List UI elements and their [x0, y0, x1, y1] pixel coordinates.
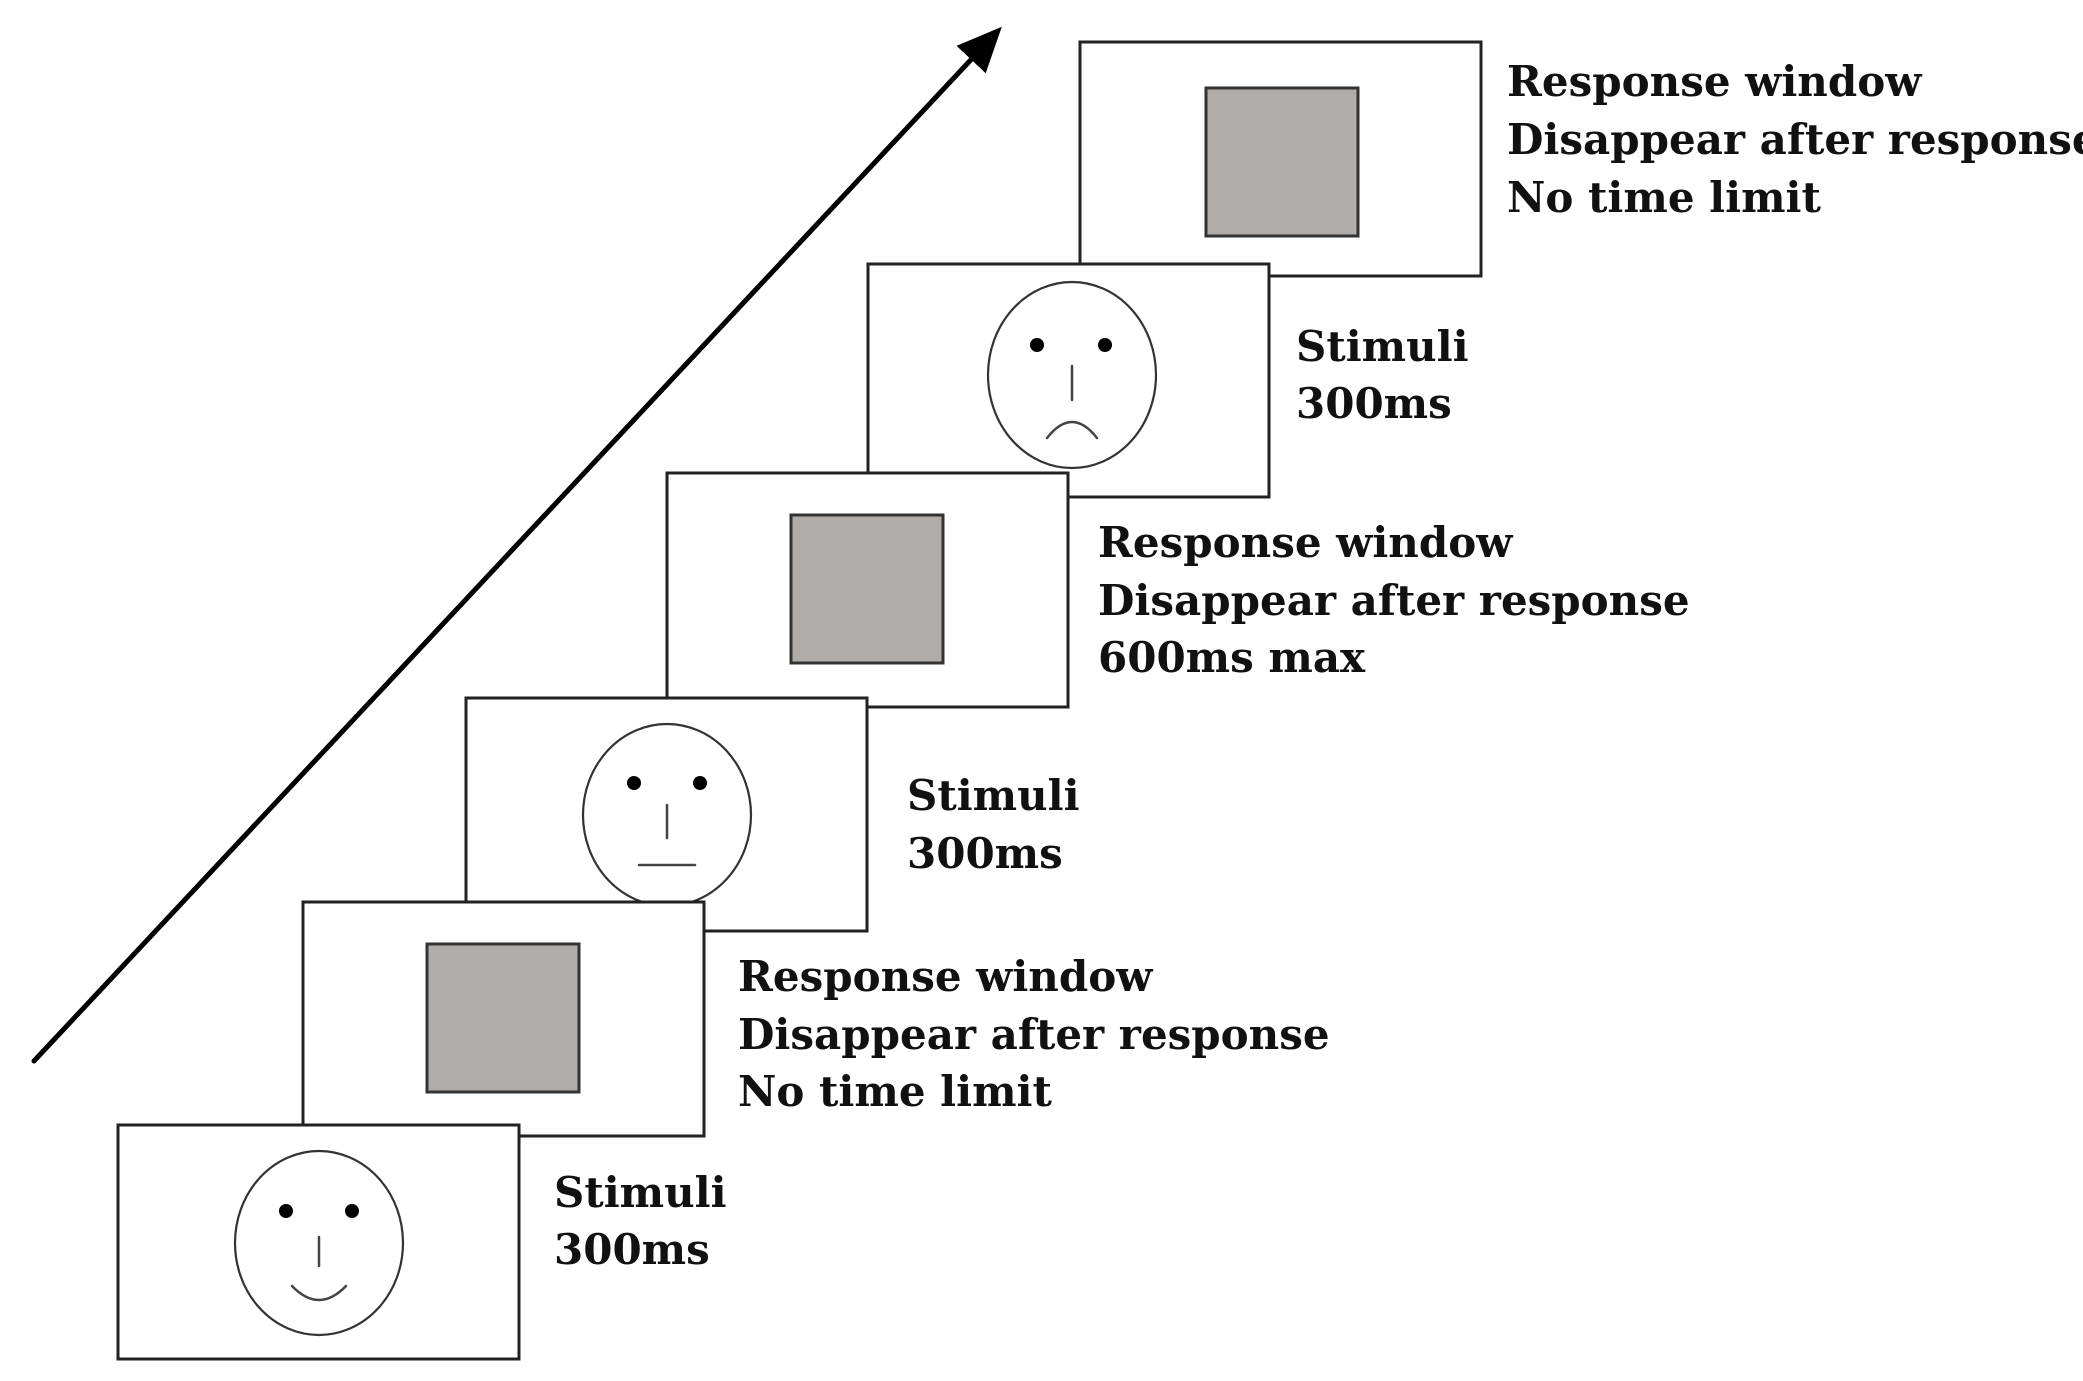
step-1-stimulus: Stimuli 300ms	[116, 1123, 741, 1361]
time-arrow	[31, 26, 1002, 1064]
step-3-stimulus: Stimuli 300ms	[464, 696, 1094, 933]
label-line: Stimuli	[1296, 322, 1469, 371]
label-line: No time limit	[1507, 173, 1821, 222]
sad-face-icon	[986, 280, 1158, 470]
right-eye	[693, 776, 707, 790]
left-eye	[279, 1204, 293, 1218]
step-5-stimulus: Stimuli 300ms	[866, 262, 1483, 499]
label-line: Response window	[1098, 518, 1513, 567]
label-line: Stimuli	[554, 1168, 727, 1217]
label-line: 300ms	[554, 1225, 710, 1274]
right-eye	[1098, 338, 1112, 352]
step-2-response: Response window Disappear after response…	[301, 900, 1344, 1138]
label-line: Stimuli	[907, 771, 1080, 820]
label-line: 300ms	[907, 829, 1063, 878]
step-2-label: Response window Disappear after response…	[738, 952, 1344, 1116]
step-6-label: Response window Disappear after response…	[1507, 57, 2083, 222]
label-line: Disappear after response	[1507, 115, 2083, 164]
neutral-face-icon	[581, 722, 753, 908]
smile-mouth	[290, 1284, 348, 1302]
mask-square	[1204, 86, 1360, 238]
step-4-label: Response window Disappear after response…	[1098, 518, 1704, 682]
mask-square	[425, 942, 581, 1094]
frown-mouth	[1045, 420, 1099, 440]
happy-face-icon	[233, 1149, 405, 1337]
label-line: Disappear after response	[738, 1010, 1330, 1059]
step-3-label: Stimuli 300ms	[907, 771, 1094, 878]
step-4-response: Response window Disappear after response…	[665, 471, 1704, 709]
label-line: 300ms	[1296, 379, 1452, 428]
step-6-response: Response window Disappear after response…	[1078, 40, 2083, 278]
right-eye	[345, 1204, 359, 1218]
label-line: Response window	[1507, 57, 1922, 106]
step-5-label: Stimuli 300ms	[1296, 322, 1483, 428]
left-eye	[627, 776, 641, 790]
label-line: No time limit	[738, 1067, 1052, 1116]
label-line: 600ms max	[1098, 633, 1366, 682]
step-1-label: Stimuli 300ms	[554, 1168, 741, 1274]
label-line: Response window	[738, 952, 1153, 1001]
left-eye	[1030, 338, 1044, 352]
label-line: Disappear after response	[1098, 576, 1690, 625]
mask-square	[789, 513, 945, 665]
